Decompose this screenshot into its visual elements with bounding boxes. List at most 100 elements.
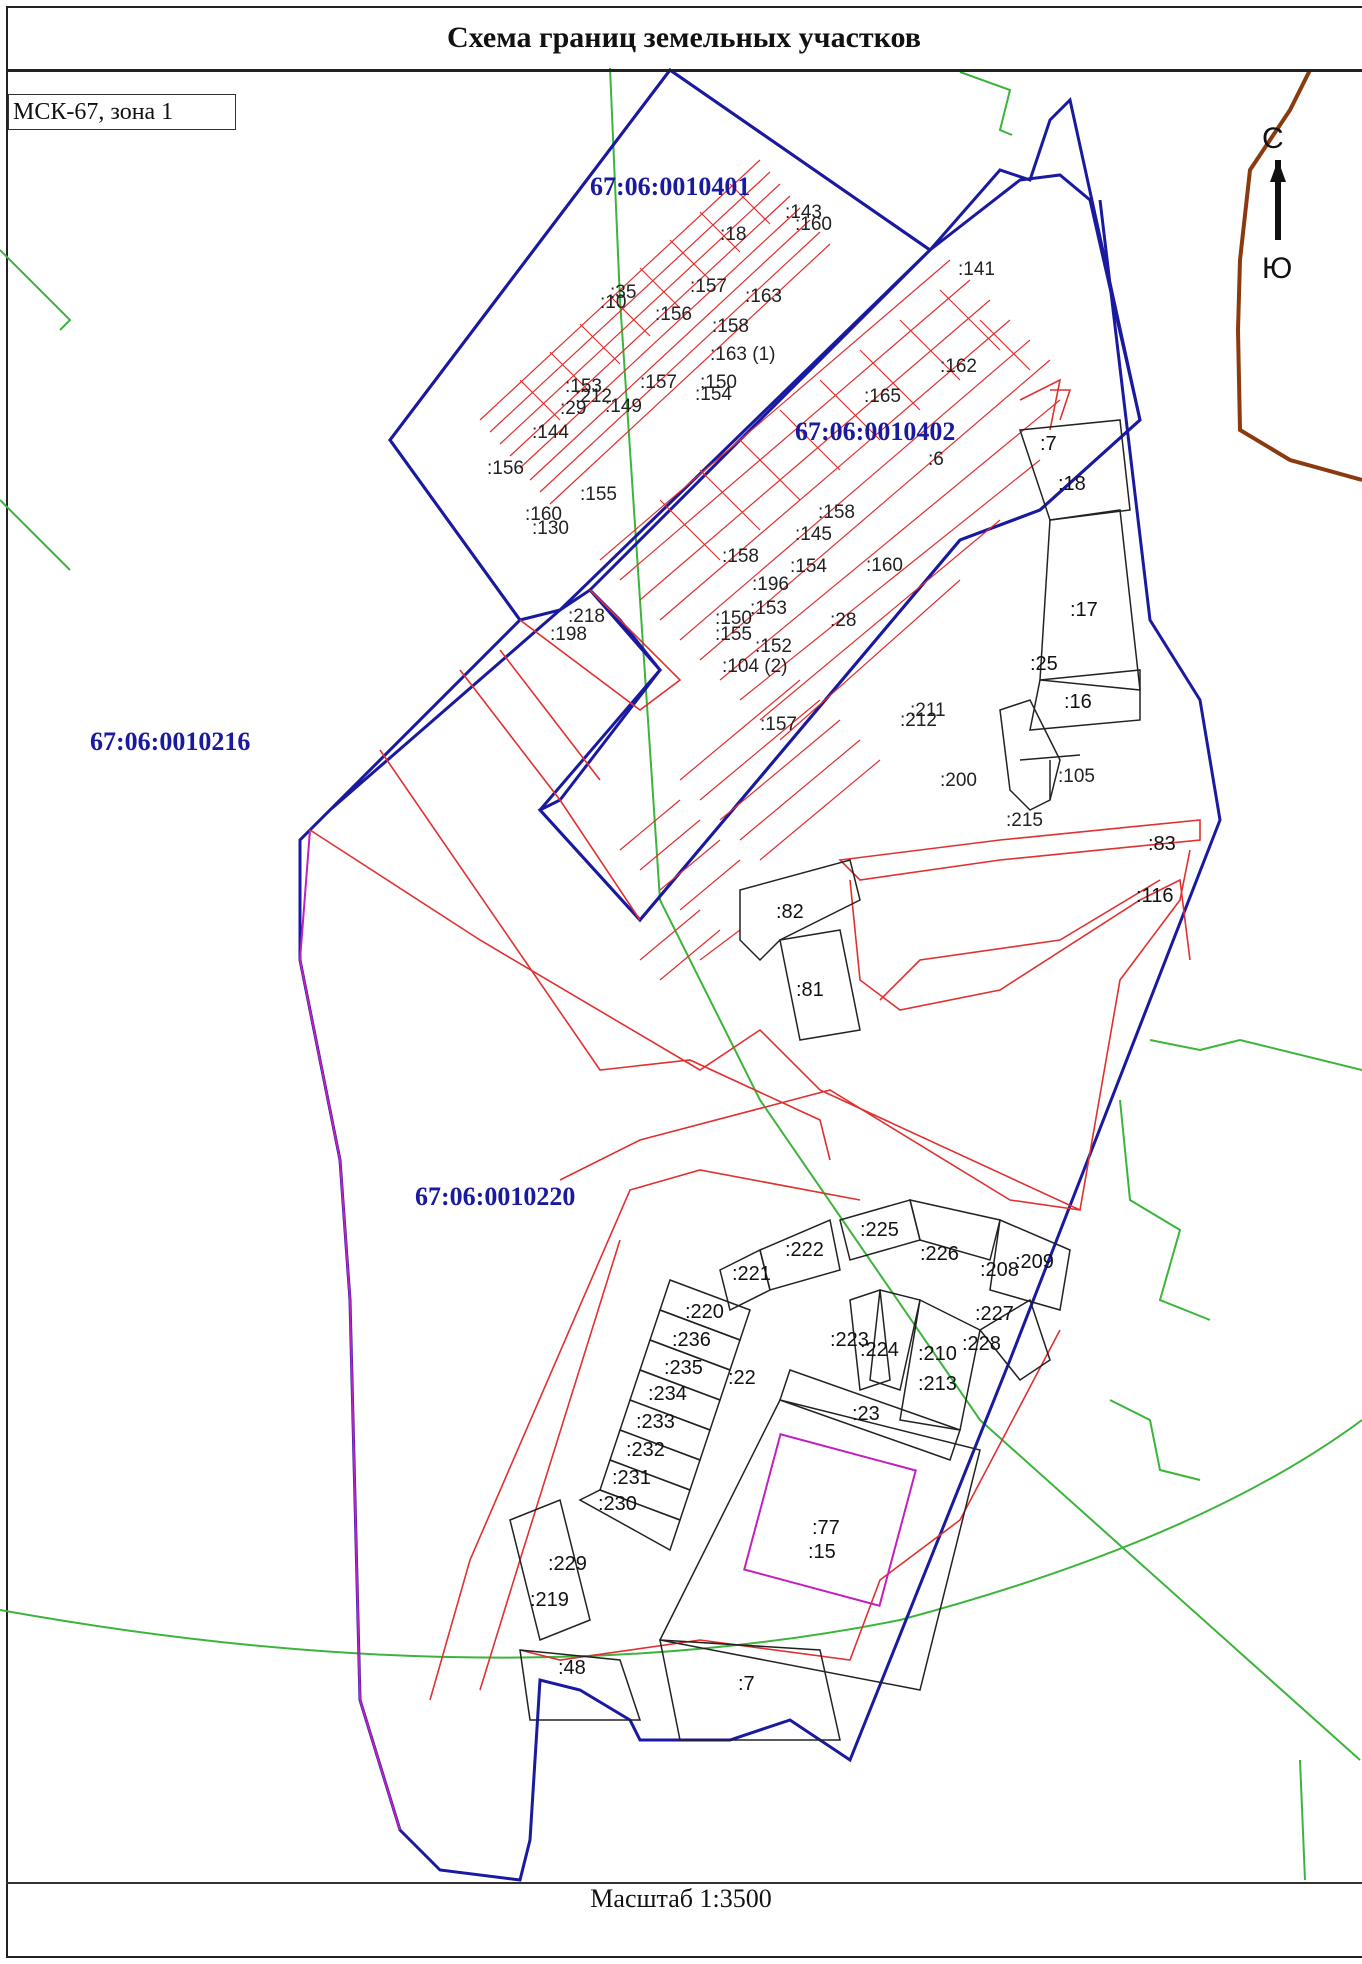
parcel-number-label: :48 xyxy=(558,1657,586,1679)
parcel-number-label: :17 xyxy=(1070,599,1098,621)
parcel-number-label: :7 xyxy=(1040,433,1057,455)
page-title: Схема границ земельных участков xyxy=(447,20,921,54)
parcel-number-label: :149 xyxy=(605,396,642,417)
parcel-number-label: :22 xyxy=(728,1367,756,1389)
parcel-number-label: :229 xyxy=(548,1553,587,1575)
parcel-number-label: :210 xyxy=(918,1343,957,1365)
parcel-number-label: :156 xyxy=(655,304,692,325)
parcel-grid-north xyxy=(479,159,831,505)
parcel-number-label: :220 xyxy=(685,1301,724,1323)
parcel-number-label: :233 xyxy=(636,1411,675,1433)
parcel-number-label: :231 xyxy=(612,1467,651,1489)
parcel-labels-north: :143 :160 :18 :157 :163 :35 :10 :156 :15… xyxy=(487,202,832,539)
parcel-number-label: :18 xyxy=(720,224,746,245)
parcel-number-label: :152 xyxy=(755,636,792,657)
parcel-number-label: :10 xyxy=(600,292,626,313)
footer xyxy=(6,1882,1362,1958)
parcel-number-label: :28 xyxy=(830,610,856,631)
magenta-square xyxy=(743,1433,917,1607)
zone-lines xyxy=(0,67,1362,1881)
parcel-number-label: Ю xyxy=(1262,252,1292,285)
parcel-number-label: :141 xyxy=(958,259,995,280)
parcel-number-label: :221 xyxy=(732,1263,771,1285)
parcel-number-label: :223 xyxy=(830,1329,869,1351)
parcel-number-label: :105 xyxy=(1058,766,1095,787)
crs-label: МСК-67, зона 1 xyxy=(8,94,236,130)
parcel-number-label: :7 xyxy=(738,1673,755,1695)
parcel-number-label: :77 xyxy=(812,1517,840,1539)
parcel-number-label: :35 xyxy=(610,282,636,303)
parcel-number-label: :165 xyxy=(864,386,901,407)
parcel-number-label: :157 xyxy=(760,714,797,735)
existing-parcels xyxy=(509,419,1141,1741)
parcel-number-label: :218 xyxy=(568,606,605,627)
parcel-number-label: :157 xyxy=(640,372,677,393)
parcel-number-label: :82 xyxy=(776,901,804,923)
parcel-number-label: С xyxy=(1262,122,1284,155)
parcel-number-label: :235 xyxy=(664,1357,703,1379)
parcel-number-label: :104 (2) xyxy=(722,656,787,677)
parcel-number-label: :16 xyxy=(1064,691,1092,713)
parcel-labels-south: :225 :222 :226 :221 :208 :209 :220 :227 … xyxy=(530,1219,1054,1695)
quarter-label-220: 67:06:0010220 xyxy=(415,1182,575,1211)
parcel-number-label: :160 xyxy=(795,214,832,235)
parcel-number-label: :153 xyxy=(565,376,602,397)
parcel-number-label: :155 xyxy=(715,624,752,645)
parcel-number-label: :196 xyxy=(752,574,789,595)
parcel-number-label: :227 xyxy=(975,1303,1014,1325)
parcel-number-label: :153 xyxy=(750,598,787,619)
parcel-number-label: :150 xyxy=(700,372,737,393)
parcel-number-label: :209 xyxy=(1015,1251,1054,1273)
parcel-number-label: :230 xyxy=(598,1493,637,1515)
parcel-number-label: :163 xyxy=(745,286,782,307)
quarter-401-boundary xyxy=(388,67,933,622)
magenta-edge xyxy=(298,829,401,1831)
parcel-number-label: :154 xyxy=(695,384,732,405)
parcel-labels-east: :7 :18 :17 :25 :16 :83 :116 :82 :81 xyxy=(776,433,1176,1001)
parcel-number-label: :158 xyxy=(712,316,749,337)
parcel-number-label: :130 xyxy=(532,518,569,539)
parcel-number-label: :225 xyxy=(860,1219,899,1241)
quarter-label-216: 67:06:0010216 xyxy=(90,727,250,756)
parcel-number-label: :154 xyxy=(790,556,827,577)
north-arrow-icon: С Ю xyxy=(1262,122,1292,285)
parcel-number-label: :23 xyxy=(852,1403,880,1425)
parcel-number-label: :18 xyxy=(1058,473,1086,495)
parcel-number-label: :226 xyxy=(920,1243,959,1265)
quarter-label-401: 67:06:0010401 xyxy=(590,172,750,201)
parcel-number-label: :236 xyxy=(672,1329,711,1351)
parcel-boundaries xyxy=(309,378,1201,1701)
parcel-labels-402: :141 :162 :165 :6 :158 :145 :158 :154 :1… xyxy=(550,259,1095,831)
parcel-number-label: :143 xyxy=(785,202,822,223)
quarter-label-402: 67:06:0010402 xyxy=(795,417,955,446)
parcel-number-label: :212 xyxy=(900,710,937,731)
quarter-402-boundary xyxy=(537,173,1142,923)
parcel-number-label: :81 xyxy=(796,979,824,1001)
parcel-number-label: :6 xyxy=(928,449,944,470)
parcel-number-label: :145 xyxy=(795,524,832,545)
parcel-number-label: :157 xyxy=(690,276,727,297)
parcel-number-label: :155 xyxy=(580,484,617,505)
parcel-number-label: :158 xyxy=(818,502,855,523)
parcel-number-label: :213 xyxy=(918,1373,957,1395)
parcel-number-label: :208 xyxy=(980,1259,1019,1281)
parcel-number-label: :29 xyxy=(560,398,586,419)
parcel-number-label: :160 xyxy=(525,504,562,525)
parcel-number-label: :158 xyxy=(722,546,759,567)
title-bar: Схема границ земельных участков xyxy=(6,6,1362,72)
parcel-number-label: :234 xyxy=(648,1383,687,1405)
parcel-number-label: :224 xyxy=(860,1339,899,1361)
parcel-number-label: :163 (1) xyxy=(710,344,775,365)
parcel-number-label: :222 xyxy=(785,1239,824,1261)
road-line xyxy=(1235,69,1362,482)
parcel-number-label: :198 xyxy=(550,624,587,645)
parcel-number-label: :215 xyxy=(1006,810,1043,831)
parcel-grid-402 xyxy=(599,259,1061,981)
parcel-number-label: :211 xyxy=(910,700,946,721)
parcel-number-label: :232 xyxy=(626,1439,665,1461)
parcel-number-label: :144 xyxy=(532,422,569,443)
parcel-number-label: :212 xyxy=(575,386,612,407)
parcel-number-label: :25 xyxy=(1030,653,1058,675)
map-frame xyxy=(6,6,1362,1958)
